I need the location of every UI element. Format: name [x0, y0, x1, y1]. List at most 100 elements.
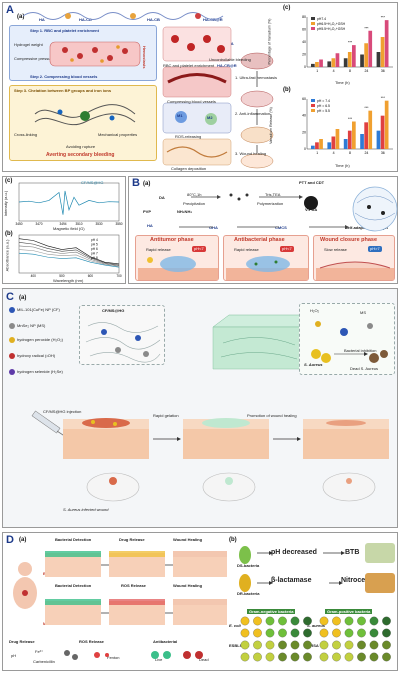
arrow-label-2: Precipitation: [183, 201, 206, 206]
bar: [384, 20, 389, 67]
well: [319, 652, 329, 662]
right-illustration: [240, 52, 274, 169]
abs-line: [18, 249, 120, 267]
panel-d: D (a) (b) Bacterial Detection Drug Relea…: [2, 532, 398, 671]
bar: [352, 45, 356, 67]
x-tick-label: 4: [333, 69, 335, 73]
bar: [315, 62, 319, 67]
panel-d-sub-b: (b): [229, 537, 237, 543]
x-tick-label: 8: [349, 69, 351, 73]
epr-legend: CF/MS@HG: [81, 180, 104, 185]
chem-pvp: PVP: [143, 209, 152, 214]
bar: [331, 136, 336, 149]
chart-c-ylabel: Percentage of Vanadium (%): [267, 18, 272, 65]
arrow-label-4: Polymerization: [257, 201, 284, 206]
bar: [327, 142, 332, 149]
step1-illustration: [49, 41, 141, 67]
abs-sub: (b): [5, 231, 13, 237]
m2-label: M2: [207, 115, 213, 120]
legend-carb: Carbenicillin: [33, 659, 55, 664]
legend-label: pH = 7.4: [317, 99, 330, 103]
y-tick-label: 20: [302, 130, 306, 134]
center-label-1: RBC and platelet enrichment: [163, 63, 215, 68]
legend-label: pH = 6.5: [317, 104, 330, 108]
abs-line: [18, 245, 120, 267]
bar: [384, 100, 389, 149]
well: [278, 628, 287, 638]
bar: [343, 139, 348, 149]
well: [278, 640, 287, 650]
panel-b: B (a) DA PVP NH₂NH₂ HA OHA CMCS V-PDA PT…: [128, 176, 398, 284]
label-rupture: Avoiding rupture: [66, 144, 96, 149]
y-tick-label: 60: [302, 97, 306, 101]
inset-ms: MS: [360, 310, 366, 315]
label-hydrogel-weight: Hydrogel weight: [14, 42, 43, 47]
right-label-2: 1. Ultra-fast hemostasis: [235, 75, 278, 80]
row2-label-1: Bacterial Detection: [55, 583, 92, 588]
x-tick-label: 4: [333, 151, 335, 155]
phase-wound-art: [316, 261, 394, 280]
legend-swatch: [311, 17, 315, 20]
center-label-4: Collagen deposition: [171, 166, 207, 171]
legend-h2o2-dot: [9, 337, 15, 343]
chem-ptt: PTT and CDT: [299, 180, 325, 185]
significance-mark: ***: [348, 41, 353, 45]
well: [357, 652, 366, 662]
legend-fenton: Fenton: [107, 655, 120, 660]
legend-oh: hydroxy radical (•OH): [17, 353, 56, 358]
dr-label: DR-bacteria: [237, 591, 260, 596]
panel-d-legend-art: [64, 650, 203, 660]
phase-antitumor-release: Rapid release: [146, 247, 171, 252]
chem-ha: HA: [147, 223, 153, 228]
abs-line: [18, 238, 120, 265]
panel-c-sub: (a): [19, 295, 27, 301]
bar: [311, 145, 315, 149]
well: [278, 616, 287, 626]
label-mech: Mechanical properties: [98, 132, 138, 137]
well: [382, 640, 391, 650]
abs-x-tick: 600: [88, 274, 94, 278]
legend-dead: Dead: [199, 657, 209, 662]
well: [382, 628, 391, 638]
phase-wound: Wound closure phase Slow release pH>7: [313, 235, 395, 281]
bar: [335, 129, 340, 149]
bar: [327, 61, 332, 67]
chart-c-sub: (c): [283, 5, 291, 11]
bar: [343, 58, 348, 67]
bar: [360, 54, 364, 67]
bar: [319, 59, 323, 67]
well: [303, 628, 312, 638]
injection-label: CF/MS@HG injection: [43, 409, 82, 414]
abs-line: [18, 242, 120, 266]
well: [290, 616, 300, 626]
row1-label-2: Drug Release: [119, 537, 145, 542]
well: [253, 652, 262, 662]
abs-legend-label: pH 7: [91, 252, 98, 256]
legend-swatch: [311, 104, 315, 107]
x-tick-label: 24: [364, 69, 368, 73]
well: [344, 628, 354, 638]
abs-legend-label: pH 6: [91, 247, 98, 251]
well: [319, 616, 329, 626]
legend-oh-dot: [9, 353, 15, 359]
x-tick-label: 8: [349, 151, 351, 155]
well: [240, 628, 250, 638]
legend-cf: MIL-101(CuFe) NP (CF): [17, 307, 60, 312]
bar: [364, 122, 368, 149]
legend-fe: Fe³⁺: [35, 649, 44, 654]
center-illustration: [162, 26, 232, 166]
legend-swatch: [311, 109, 315, 112]
bar: [360, 134, 364, 149]
legend-ms: MnSe₂ NP (MS): [17, 323, 46, 328]
well-grid: [240, 616, 391, 662]
chem-oha: OHA: [209, 225, 218, 230]
row2-label-3: Wound Healing: [173, 583, 203, 588]
row1-label-1: Bacterial Detection: [55, 537, 92, 542]
well: [265, 628, 275, 638]
epr-ylabel: Intensity (a.u.): [3, 190, 9, 217]
bar: [331, 58, 336, 67]
phase-antibacterial-art: [226, 256, 308, 280]
saureus-label: S. aureus: [307, 623, 326, 628]
